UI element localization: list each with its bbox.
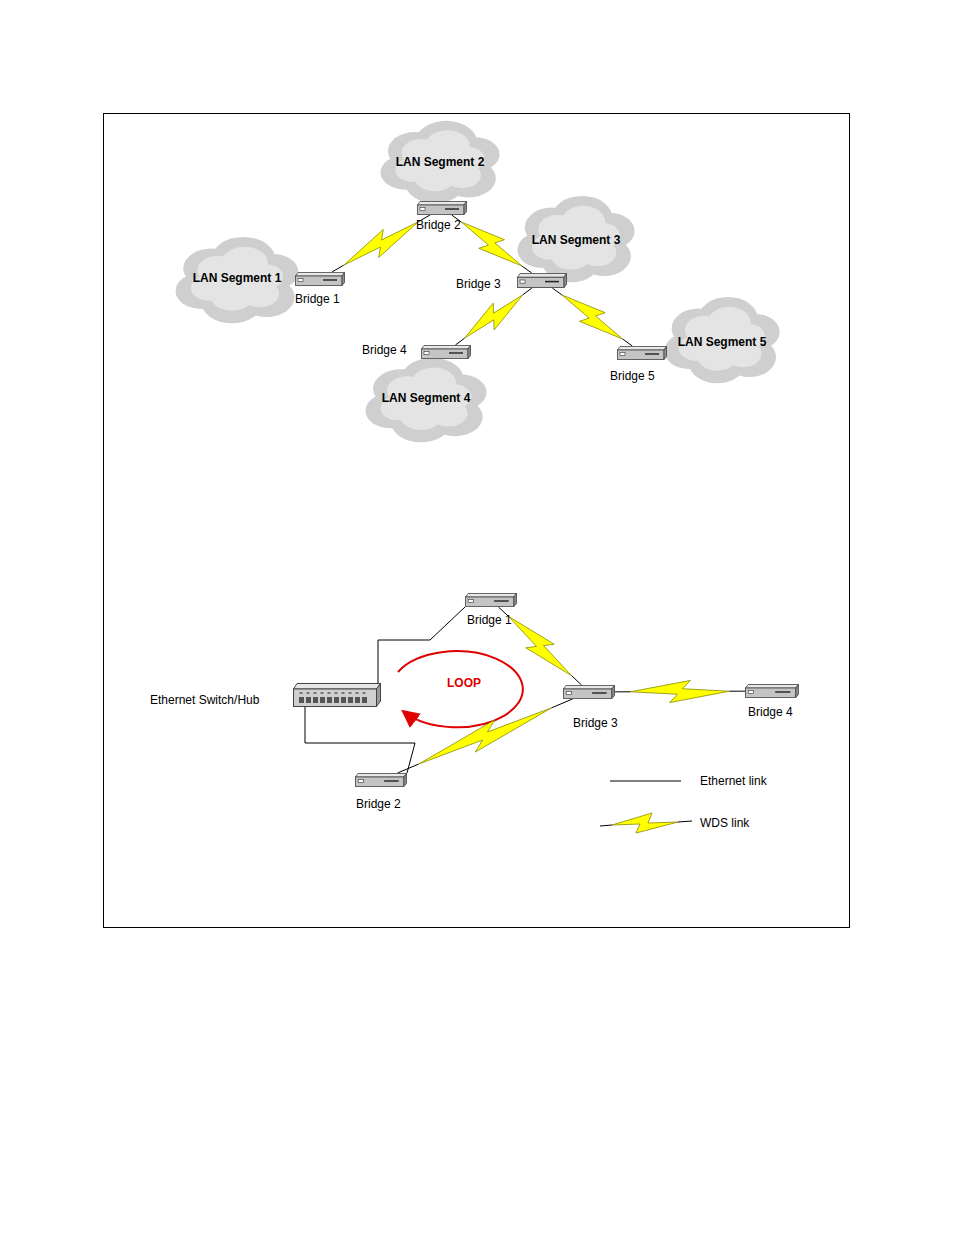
legend-text: WDS link (700, 816, 749, 830)
legend-wds-sample (600, 813, 692, 833)
segment-name: LAN Segment 5 (678, 335, 767, 349)
wds-bolt (508, 616, 571, 675)
bridge-icon (421, 345, 471, 359)
bridge-icon (563, 685, 615, 699)
wds-link (615, 680, 745, 702)
wds-link (455, 288, 532, 345)
lan-cloud: LAN Segment 4 (363, 357, 489, 445)
bridge-device: Bridge 5 (617, 346, 667, 360)
figure-frame (104, 114, 850, 928)
wds-bolt (465, 295, 523, 338)
wds-link (398, 699, 573, 773)
segment-name: LAN Segment 4 (382, 391, 471, 405)
lan-cloud: LAN Segment 5 (662, 296, 782, 386)
wds-bolt (562, 295, 623, 339)
wds-lead (552, 288, 562, 295)
bridge-icon (295, 272, 345, 286)
bridge-device: Bridge 1 (465, 593, 517, 607)
ethernet-line (378, 607, 465, 683)
wds-lead (615, 691, 631, 692)
bridge-device: Bridge 3 (563, 685, 615, 699)
bridge-device: Bridge 2 (355, 773, 407, 787)
segment-name: LAN Segment 3 (532, 233, 621, 247)
wds-lead (332, 265, 344, 272)
wds-lead (551, 699, 572, 708)
wds-lead (523, 288, 532, 295)
ethernet-line (305, 707, 415, 773)
wds-bolt (419, 708, 552, 764)
bridge-device: Bridge 3 (517, 273, 567, 288)
bridge-icon (617, 346, 667, 360)
wds-lead (729, 691, 745, 692)
device-name: Bridge 2 (416, 218, 461, 232)
bridge-device: Bridge 4 (745, 684, 799, 698)
segment-name: LAN Segment 1 (193, 271, 282, 285)
bridge-device: Bridge 2 (417, 201, 467, 215)
wds-link (332, 215, 430, 272)
device-name: Bridge 3 (573, 716, 618, 730)
loop-label: LOOP (447, 676, 481, 690)
wds-lead (398, 764, 419, 773)
device-name: Ethernet Switch/Hub (150, 693, 259, 707)
bridge-icon (355, 773, 407, 787)
device-name: Bridge 3 (456, 277, 501, 291)
legend-ethernet-sample (610, 781, 681, 782)
wds-lead (522, 266, 532, 273)
bridge-icon (465, 593, 517, 607)
switch-icon (293, 683, 381, 707)
wds-bolt (461, 222, 522, 266)
lan-cloud: LAN Segment 1 (173, 236, 301, 326)
segment-name: LAN Segment 2 (396, 155, 485, 169)
switch-device: Ethernet Switch/Hub (293, 683, 381, 707)
wds-lead (623, 339, 633, 346)
ethernet-link (378, 607, 465, 683)
loop-arrow (398, 651, 523, 727)
legend-text: Ethernet link (700, 774, 767, 788)
wds-link (552, 288, 632, 346)
wds-bolt (631, 680, 730, 702)
device-name: Bridge 4 (748, 705, 793, 719)
device-name: Bridge 2 (356, 797, 401, 811)
wds-lead (572, 676, 582, 685)
wds-lead (455, 338, 464, 345)
bridge-icon (417, 201, 467, 215)
bridge-device: Bridge 1 (295, 272, 345, 286)
lan-cloud: LAN Segment 3 (515, 195, 637, 285)
bridge-icon (517, 273, 567, 288)
device-name: Bridge 1 (295, 292, 340, 306)
bridge-device: Bridge 4 (421, 345, 471, 359)
ethernet-link (305, 707, 415, 773)
lan-cloud: LAN Segment 2 (378, 120, 502, 206)
wds-bolt (344, 222, 418, 265)
device-name: Bridge 5 (610, 369, 655, 383)
bridge-icon (745, 684, 799, 698)
device-name: Bridge 1 (467, 613, 512, 627)
device-name: Bridge 4 (362, 343, 407, 357)
